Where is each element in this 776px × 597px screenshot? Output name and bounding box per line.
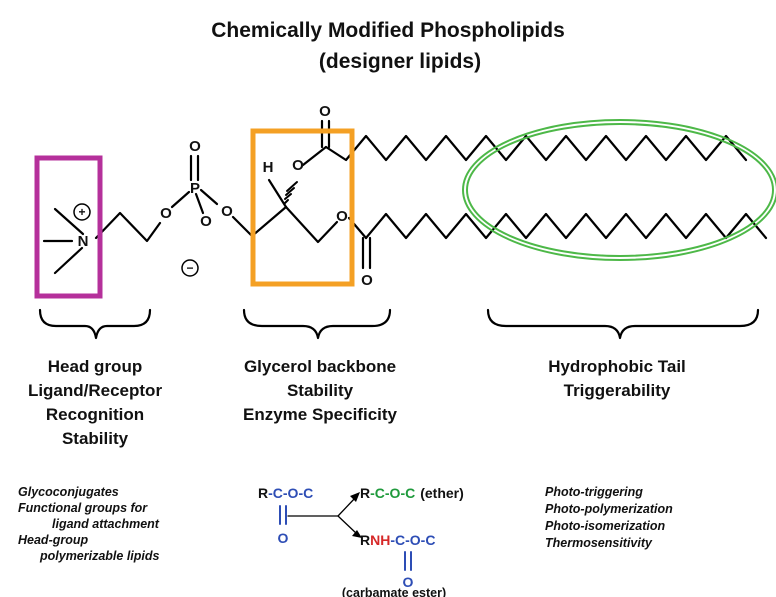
minus-charge: −	[186, 261, 193, 275]
oxygen-atom-lower-carbonyl: O	[361, 272, 373, 289]
oxygen-atom-upper-carbonyl: O	[319, 103, 331, 120]
minus-charge-circle	[181, 259, 199, 277]
arrow-head-carbamate-icon	[352, 530, 362, 538]
tail-brace	[486, 308, 760, 340]
arrow-head-ether-icon	[350, 492, 360, 502]
glycerol-label: Glycerol backbone Stability Enzyme Speci…	[243, 357, 398, 424]
carbamate-carbonyl-bond	[404, 551, 412, 571]
head-label-line-3: Recognition	[46, 405, 144, 424]
carbamate-chain: -C-O-C	[390, 532, 435, 548]
oxygen-atom-1: O	[160, 205, 172, 222]
carbamate-carbonyl-o: O	[403, 574, 414, 590]
n-methyl-bond-3	[53, 246, 84, 275]
tail-example-3: Photo-isomerization	[545, 519, 666, 533]
o-p-bond	[170, 190, 191, 209]
tail-example-2: Photo-polymerization	[545, 502, 673, 516]
p-o-bond	[199, 188, 219, 206]
nitrogen-atom: N	[78, 233, 89, 250]
n-methyl-bond-1	[53, 207, 85, 236]
p-o-minus-bond	[194, 192, 205, 215]
head-examples: Glycoconjugates Functional groups for li…	[18, 485, 160, 563]
ester-carbonyl-bond	[279, 505, 287, 525]
ether-label: (ether)	[420, 485, 464, 501]
head-brace	[38, 308, 152, 340]
upper-ester-bond	[301, 145, 328, 167]
carbamate-formula: RNH-C-O-C	[360, 532, 435, 548]
molecule-skeleton	[42, 119, 768, 275]
glycerol-link	[231, 205, 288, 238]
lower-acyl-chain	[364, 212, 768, 240]
ester-carbonyl-o: O	[278, 530, 289, 546]
hashed-bond	[284, 181, 298, 204]
oxygen-atom-upper-ester: O	[292, 157, 304, 174]
tail-label-line-2: Triggerability	[564, 381, 671, 400]
ether-chain: -C-O-C	[370, 485, 415, 501]
tail-label: Hydrophobic Tail Triggerability	[548, 357, 686, 400]
plus-charge-circle	[73, 203, 91, 221]
p-double-o-bond	[189, 154, 200, 182]
title-line-2: (designer lipids)	[319, 50, 481, 73]
title-line-1: Chemically Modified Phospholipids	[211, 19, 565, 42]
c-h-wedge	[267, 178, 288, 209]
glycerol-label-line-2: Stability	[287, 381, 354, 400]
head-example-1: Glycoconjugates	[18, 485, 119, 499]
oxygen-atom-p-double: O	[189, 138, 201, 155]
tail-example-4: Thermosensitivity	[545, 536, 653, 550]
ether-r: R	[360, 485, 370, 501]
tail-highlight-ellipse	[462, 119, 776, 261]
plus-charge: +	[78, 205, 85, 219]
tail-example-1: Photo-triggering	[545, 485, 643, 499]
glycerol-brace	[242, 308, 392, 340]
head-group-highlight-box	[34, 155, 103, 299]
glycerol-label-line-3: Enzyme Specificity	[243, 405, 398, 424]
head-label-line-2: Ligand/Receptor	[28, 381, 163, 400]
glycerol-label-line-1: Glycerol backbone	[244, 357, 396, 376]
ester-formula: R-C-O-C	[258, 485, 313, 501]
carbamate-nh: NH	[370, 532, 390, 548]
head-label-line-1: Head group	[48, 357, 142, 376]
choline-chain	[94, 211, 162, 243]
glycerol-highlight-box	[250, 128, 355, 287]
carbamate-r: R	[360, 532, 370, 548]
ether-formula: R-C-O-C (ether)	[360, 485, 464, 501]
head-label-line-4: Stability	[62, 429, 129, 448]
ester-chain: -C-O-C	[268, 485, 313, 501]
hydrogen-atom: H	[263, 159, 274, 176]
glycerol-backbone	[284, 205, 339, 244]
arrow-to-carbamate	[337, 515, 358, 535]
head-group-label: Head group Ligand/Receptor Recognition S…	[28, 357, 163, 448]
carbamate-label: (carbamate ester)	[342, 586, 446, 597]
modification-scheme: R-C-O-C O R-C-O-C(ether) RNH-C-O-C O (ca…	[258, 485, 464, 597]
head-example-5: polymerizable lipids	[39, 549, 160, 563]
ester-r: R	[258, 485, 268, 501]
atom-labels: N + O P O O O − H O O O O	[73, 103, 373, 289]
head-example-2: Functional groups for	[18, 501, 148, 515]
tail-examples: Photo-triggering Photo-polymerization Ph…	[545, 485, 673, 550]
oxygen-atom-2: O	[221, 203, 233, 220]
lower-carbonyl-bond	[361, 236, 372, 270]
upper-acyl-chain	[324, 134, 748, 162]
tail-label-line-1: Hydrophobic Tail	[548, 357, 686, 376]
head-example-4: Head-group	[18, 533, 89, 547]
head-example-3: ligand attachment	[52, 517, 160, 531]
oxygen-atom-minus: O	[200, 213, 212, 230]
phosphorus-atom: P	[190, 180, 200, 197]
upper-carbonyl-bond	[320, 119, 331, 149]
oxygen-atom-lower-ester: O	[336, 208, 348, 225]
